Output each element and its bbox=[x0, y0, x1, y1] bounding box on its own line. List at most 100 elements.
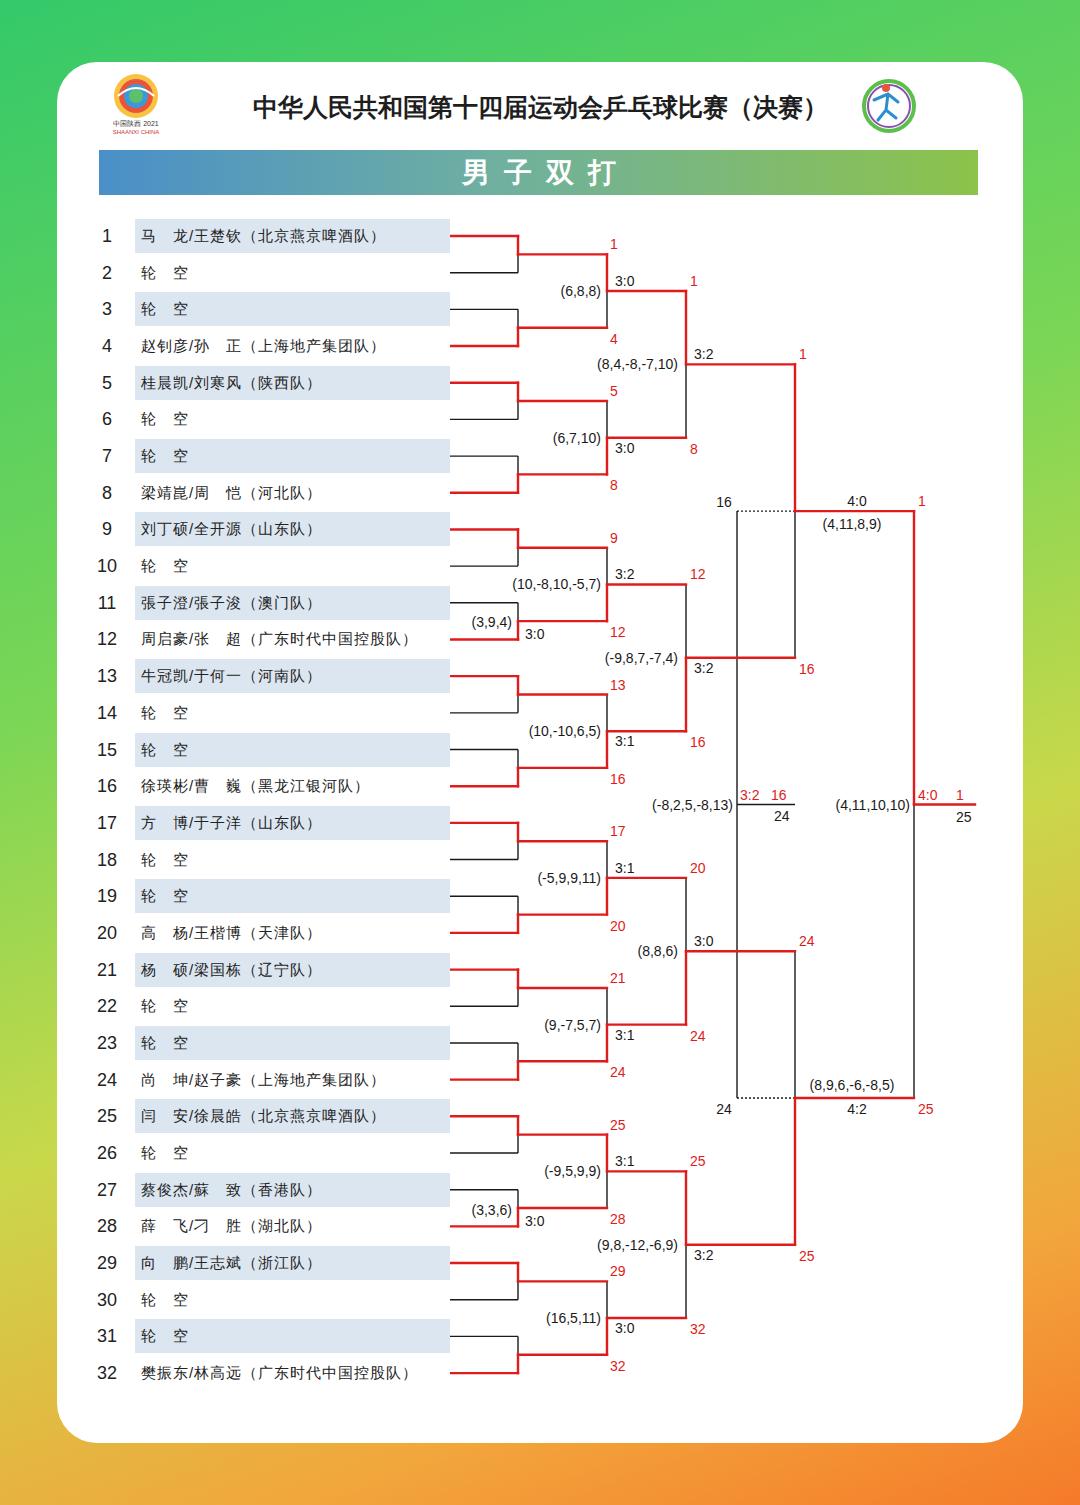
player-names: 刘丁硕/全开源（山东队） bbox=[141, 512, 322, 546]
winner-line bbox=[686, 950, 795, 952]
seed-number: 29 bbox=[93, 1246, 121, 1280]
seed-number: 11 bbox=[93, 586, 121, 620]
winner-line bbox=[606, 731, 608, 768]
seed-number: 23 bbox=[93, 1026, 121, 1060]
bracket-label: 24 bbox=[690, 1028, 706, 1044]
pingpong-icon bbox=[864, 81, 914, 131]
winner-line bbox=[794, 364, 796, 511]
bracket-line bbox=[450, 419, 518, 420]
bracket-label: 3:2 bbox=[694, 346, 713, 362]
winner-line bbox=[606, 1318, 608, 1355]
winner-line bbox=[450, 785, 518, 787]
winner-line bbox=[518, 913, 607, 915]
player-box: 9刘丁硕/全开源（山东队） bbox=[135, 512, 450, 546]
bracket-line bbox=[517, 988, 518, 1006]
player-box: 1马 龙/王楚钦（北京燕京啤酒队） bbox=[135, 219, 450, 253]
player-box: 26轮 空 bbox=[135, 1136, 450, 1170]
winner-line bbox=[517, 328, 519, 346]
bracket-label: 3:0 bbox=[615, 1320, 634, 1336]
winner-line bbox=[517, 915, 519, 933]
winner-line bbox=[685, 658, 687, 731]
player-box: 15轮 空 bbox=[135, 733, 450, 767]
bracket-label: 8 bbox=[690, 441, 698, 457]
bracket-line bbox=[450, 602, 518, 603]
seed-number: 31 bbox=[93, 1319, 121, 1353]
seed-number: 15 bbox=[93, 733, 121, 767]
winner-line bbox=[607, 1170, 686, 1172]
player-names: 薛 飞/刁 胜（湖北队） bbox=[141, 1209, 322, 1243]
player-names: 向 鹏/王志斌（浙江队） bbox=[141, 1246, 322, 1280]
bracket-line bbox=[517, 695, 518, 713]
bracket-label: (-8,2,5,-8,13) bbox=[652, 797, 733, 813]
winner-line bbox=[686, 657, 795, 659]
winner-line bbox=[517, 474, 519, 492]
player-names: 赵钊彦/孙 正（上海地产集团队） bbox=[141, 329, 386, 363]
bracket-line bbox=[450, 859, 518, 860]
winner-line bbox=[795, 1097, 914, 1099]
bracket-line bbox=[685, 364, 686, 437]
seed-number: 18 bbox=[93, 843, 121, 877]
player-names: 方 博/于子洋（山东队） bbox=[141, 806, 322, 840]
bracket-label: 25 bbox=[690, 1153, 706, 1169]
bracket-label: (9,8,-12,-6,9) bbox=[597, 1237, 678, 1253]
bracket-line bbox=[685, 878, 686, 951]
winner-line bbox=[517, 970, 519, 988]
bracket-line bbox=[450, 712, 518, 713]
player-box: 29向 鹏/王志斌（浙江队） bbox=[135, 1246, 450, 1280]
winner-line bbox=[685, 951, 687, 1024]
player-box: 25闫 安/徐晨皓（北京燕京啤酒队） bbox=[135, 1099, 450, 1133]
player-names: 轮 空 bbox=[141, 292, 189, 326]
player-box: 12周启豪/张 超（广东时代中国控股队） bbox=[135, 622, 450, 656]
seed-number: 24 bbox=[93, 1063, 121, 1097]
player-box: 2轮 空 bbox=[135, 256, 450, 290]
bracket-label: 1 bbox=[610, 236, 618, 252]
bracket-label: 17 bbox=[610, 823, 626, 839]
bracket-line bbox=[450, 1299, 518, 1300]
winner-line bbox=[517, 823, 519, 841]
player-box: 19轮 空 bbox=[135, 879, 450, 913]
bracket-line bbox=[517, 603, 518, 621]
player-names: 周启豪/张 超（广东时代中国控股队） bbox=[141, 622, 418, 656]
player-box: 23轮 空 bbox=[135, 1026, 450, 1060]
player-box: 24尚 坤/赵子豪（上海地产集团队） bbox=[135, 1063, 450, 1097]
bracket-label: 1 bbox=[799, 346, 807, 362]
winner-line bbox=[450, 1078, 518, 1080]
player-box: 3轮 空 bbox=[135, 292, 450, 326]
player-names: 張子澄/張子浚（澳门队） bbox=[141, 586, 322, 620]
bracket-line bbox=[794, 951, 795, 1098]
bracket-label: 1 bbox=[690, 273, 698, 289]
winner-line bbox=[518, 840, 607, 842]
seed-number: 7 bbox=[93, 439, 121, 473]
player-names: 高 杨/王楷博（天津队） bbox=[141, 916, 322, 950]
bracket-line bbox=[517, 841, 518, 859]
winner-line bbox=[450, 1225, 518, 1227]
bracket-line bbox=[794, 511, 795, 658]
bracket-line bbox=[737, 804, 795, 805]
player-box: 18轮 空 bbox=[135, 843, 450, 877]
winner-line bbox=[517, 1208, 519, 1226]
bracket-line bbox=[450, 1006, 518, 1007]
player-box: 22轮 空 bbox=[135, 989, 450, 1023]
player-names: 尚 坤/赵子豪（上海地产集团队） bbox=[141, 1063, 386, 1097]
seed-number: 22 bbox=[93, 989, 121, 1023]
player-box: 7轮 空 bbox=[135, 439, 450, 473]
player-box: 28薛 飞/刁 胜（湖北队） bbox=[135, 1209, 450, 1243]
winner-line bbox=[794, 1098, 796, 1245]
bracket-label: 20 bbox=[690, 860, 706, 876]
bracket-label: (10,-10,6,5) bbox=[529, 723, 601, 739]
bracket-label: 20 bbox=[610, 918, 626, 934]
bracket-label: 16 bbox=[716, 494, 732, 510]
bracket-label: 3:0 bbox=[615, 273, 634, 289]
bracket-line bbox=[517, 548, 518, 566]
player-box: 31轮 空 bbox=[135, 1319, 450, 1353]
winner-line bbox=[450, 1115, 518, 1117]
player-box: 4赵钊彦/孙 正（上海地产集团队） bbox=[135, 329, 450, 363]
bracket-label: 32 bbox=[690, 1321, 706, 1337]
winner-line bbox=[517, 1263, 519, 1281]
player-names: 轮 空 bbox=[141, 696, 189, 730]
player-names: 轮 空 bbox=[141, 733, 189, 767]
seed-number: 27 bbox=[93, 1173, 121, 1207]
winner-line bbox=[450, 822, 518, 824]
bracket-line bbox=[517, 456, 518, 474]
bracket-label: 21 bbox=[610, 970, 626, 986]
